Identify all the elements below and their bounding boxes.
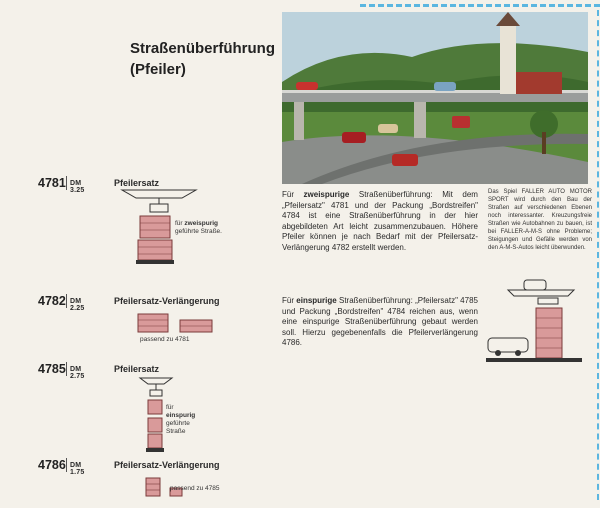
product-number: 4785 <box>38 362 66 376</box>
page-title: Straßenüberführung (Pfeiler) <box>130 38 280 80</box>
product-number: 4782 <box>38 294 66 308</box>
hero-photo <box>282 12 588 184</box>
page-title-line1: Straßenüberführung <box>130 40 275 57</box>
separator <box>66 294 67 308</box>
product-note-4782: passend zu 4781 <box>140 336 190 343</box>
product-name: Pfeilersatz <box>114 364 160 374</box>
product-note-4781: für zweispurig geführte Straße. <box>175 220 222 235</box>
side-paragraph: Das Spiel FALLER AUTO MOTOR SPORT wird d… <box>488 189 592 251</box>
product-price: DM 2.25 <box>70 298 85 312</box>
separator <box>66 176 67 190</box>
product-note-4786: passend zu 4785 <box>170 485 220 492</box>
decorative-dash-top <box>360 4 600 7</box>
pier-extension-illustration-4782 <box>136 312 216 339</box>
paragraph-einspurig: Für einspurige Straßenüberführung: „Pfei… <box>282 296 478 347</box>
page-title-line2: (Pfeiler) <box>130 61 186 78</box>
product-number: 4781 <box>38 176 66 190</box>
decorative-dash-right <box>597 10 599 500</box>
product-price: DM 3.25 <box>70 180 85 194</box>
product-number: 4786 <box>38 458 66 472</box>
pier-illustration-4785 <box>136 376 176 461</box>
product-price: DM 2.75 <box>70 366 85 380</box>
pier-extension-illustration-4786 <box>144 476 184 503</box>
pier-illustration-4781 <box>112 188 202 273</box>
product-name: Pfeilersatz <box>114 178 160 188</box>
product-name: Pfeilersatz-Verlängerung <box>114 296 220 306</box>
overpass-illustration <box>486 278 586 369</box>
separator <box>66 362 67 376</box>
product-price: DM 1.75 <box>70 462 85 476</box>
product-note-4785: für einspurig geführte Straße <box>166 404 196 435</box>
product-name: Pfeilersatz-Verlängerung <box>114 460 220 470</box>
separator <box>66 458 67 472</box>
paragraph-zweispurig: Für zweispurige Straßenüberführung: Mit … <box>282 190 478 252</box>
